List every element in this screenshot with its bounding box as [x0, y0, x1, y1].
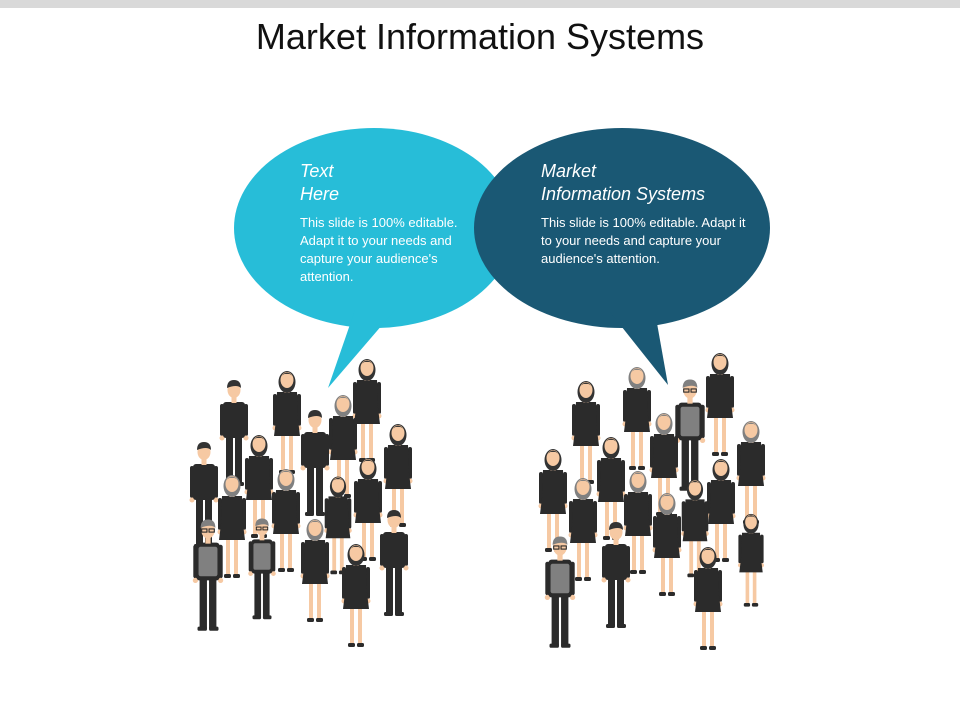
bubble-left-body: This slide is 100% editable. Adapt it to… — [300, 215, 458, 284]
person-figure — [674, 379, 706, 491]
person-figure — [192, 519, 224, 631]
bubble-right-body: This slide is 100% editable. Adapt it to… — [541, 215, 746, 266]
person-figure — [622, 367, 652, 470]
person-figure — [681, 479, 709, 578]
bubble-right-text: Market Information Systems This slide is… — [541, 160, 746, 268]
person-figure — [736, 421, 766, 524]
person-figure — [705, 353, 735, 456]
person-figure — [538, 449, 568, 552]
bubble-left-text: Text Here This slide is 100% editable. A… — [300, 160, 470, 286]
person-figure — [328, 395, 358, 498]
person-figure — [652, 493, 682, 596]
person-figure — [217, 475, 247, 578]
person-figure — [219, 380, 249, 486]
bubble-left-heading: Text Here — [300, 161, 340, 204]
person-figure — [568, 478, 598, 581]
person-figure — [248, 518, 276, 620]
person-figure — [352, 359, 382, 462]
person-figure — [353, 458, 383, 561]
person-figure — [272, 371, 302, 474]
speech-bubble-right — [474, 128, 770, 385]
bubble-right-heading: Market Information Systems — [541, 161, 706, 204]
slide-title: Market Information Systems — [255, 16, 705, 57]
person-figure — [324, 476, 352, 575]
person-figure — [649, 413, 679, 516]
person-figure — [271, 469, 301, 572]
person-figure — [300, 410, 330, 516]
person-figure — [300, 519, 330, 622]
person-figure — [341, 544, 371, 647]
person-figure — [383, 424, 413, 527]
person-figure — [601, 522, 631, 628]
person-figure — [737, 513, 765, 607]
person-figure — [623, 471, 653, 574]
person-figure — [544, 536, 576, 648]
person-figure — [571, 381, 601, 484]
person-figure — [693, 547, 723, 650]
person-figure — [379, 510, 409, 616]
top-decor-bar — [0, 0, 960, 8]
person-figure — [706, 459, 736, 562]
person-figure — [244, 435, 274, 538]
speech-bubble-left — [234, 128, 514, 388]
person-figure — [596, 437, 626, 540]
